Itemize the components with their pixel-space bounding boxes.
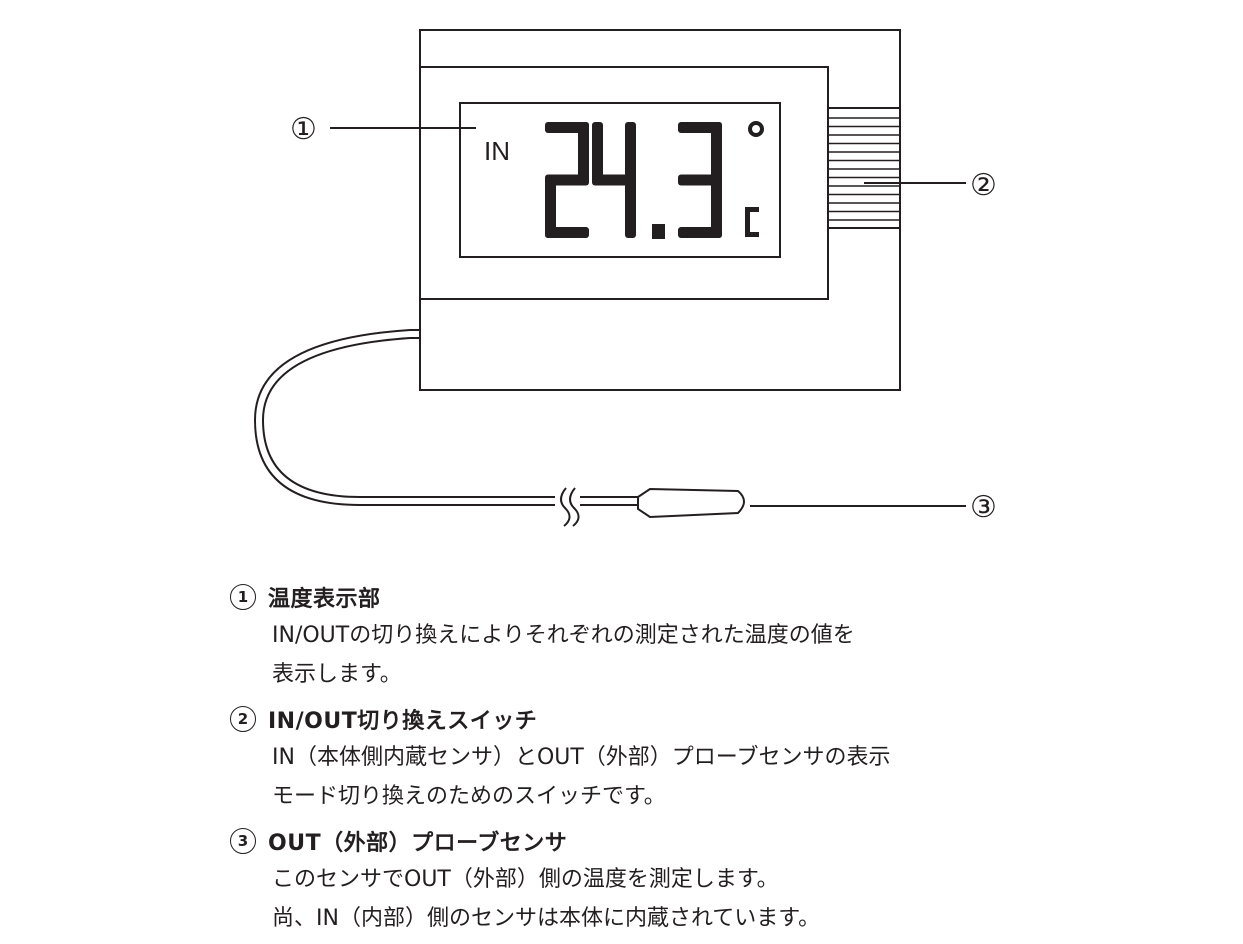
- description-item-probe: 3 OUT（外部）プローブセンサ このセンサでOUT（外部）側の温度を測定します…: [230, 822, 1230, 938]
- celsius-symbol: [745, 207, 759, 237]
- lcd-segment: [578, 122, 589, 180]
- item-marker: 2: [230, 706, 256, 732]
- lcd-segment: [625, 122, 636, 180]
- lcd-segment: [592, 122, 603, 180]
- probe-cable-outer: [253, 329, 555, 506]
- callout-2: ②: [970, 168, 997, 203]
- probe-sensor: [637, 487, 745, 519]
- probe-cable-inner: [261, 337, 555, 498]
- thermometer-diagram: IN ① ② ③: [253, 29, 997, 527]
- item-text: 表示します。: [272, 662, 402, 687]
- lcd-segment: [545, 174, 589, 186]
- item-marker: 3: [230, 828, 256, 854]
- in-out-switch[interactable]: [827, 107, 901, 229]
- lcd-segment: [678, 174, 722, 186]
- item-text: モード切り換えのためのスイッチです。: [272, 784, 666, 809]
- lcd-reading: [545, 122, 722, 238]
- lcd-segment: [678, 227, 722, 238]
- lcd-window: [459, 102, 781, 258]
- description-item-display: 1 温度表示部 IN/OUTの切り換えによりそれぞれの測定された温度の値を 表示…: [230, 578, 1230, 694]
- item-title: OUT（外部）プローブセンサ: [268, 831, 568, 856]
- item-text: IN（本体側内蔵センサ）とOUT（外部）プローブセンサの表示: [272, 745, 891, 770]
- item-marker: 1: [230, 584, 256, 610]
- description-list: 1 温度表示部 IN/OUTの切り換えによりそれぞれの測定された温度の値を 表示…: [230, 578, 1230, 944]
- lcd-segment: [545, 180, 556, 238]
- degree-symbol: [748, 121, 764, 137]
- callout-3: ③: [970, 490, 997, 525]
- item-text: 尚、IN（内部）側のセンサは本体に内蔵されています。: [272, 906, 821, 931]
- cable-break-mark: [560, 487, 571, 527]
- item-title: 温度表示部: [268, 587, 381, 612]
- item-text: IN/OUTの切り換えによりそれぞれの測定された温度の値を: [272, 623, 855, 648]
- lcd-segment: [625, 180, 636, 238]
- lcd-decimal-point: [652, 224, 665, 239]
- item-text: このセンサでOUT（外部）側の温度を測定します。: [272, 867, 779, 892]
- description-item-switch: 2 IN/OUT切り換えスイッチ IN（本体側内蔵センサ）とOUT（外部）プロー…: [230, 700, 1230, 816]
- lcd-segment: [545, 227, 589, 238]
- lcd-mode-label: IN: [484, 136, 510, 166]
- callout-1: ①: [290, 112, 317, 147]
- lcd-segment: [711, 122, 722, 180]
- lcd-segment: [711, 180, 722, 238]
- lcd-segment: [592, 174, 636, 186]
- item-title: IN/OUT切り換えスイッチ: [268, 709, 538, 734]
